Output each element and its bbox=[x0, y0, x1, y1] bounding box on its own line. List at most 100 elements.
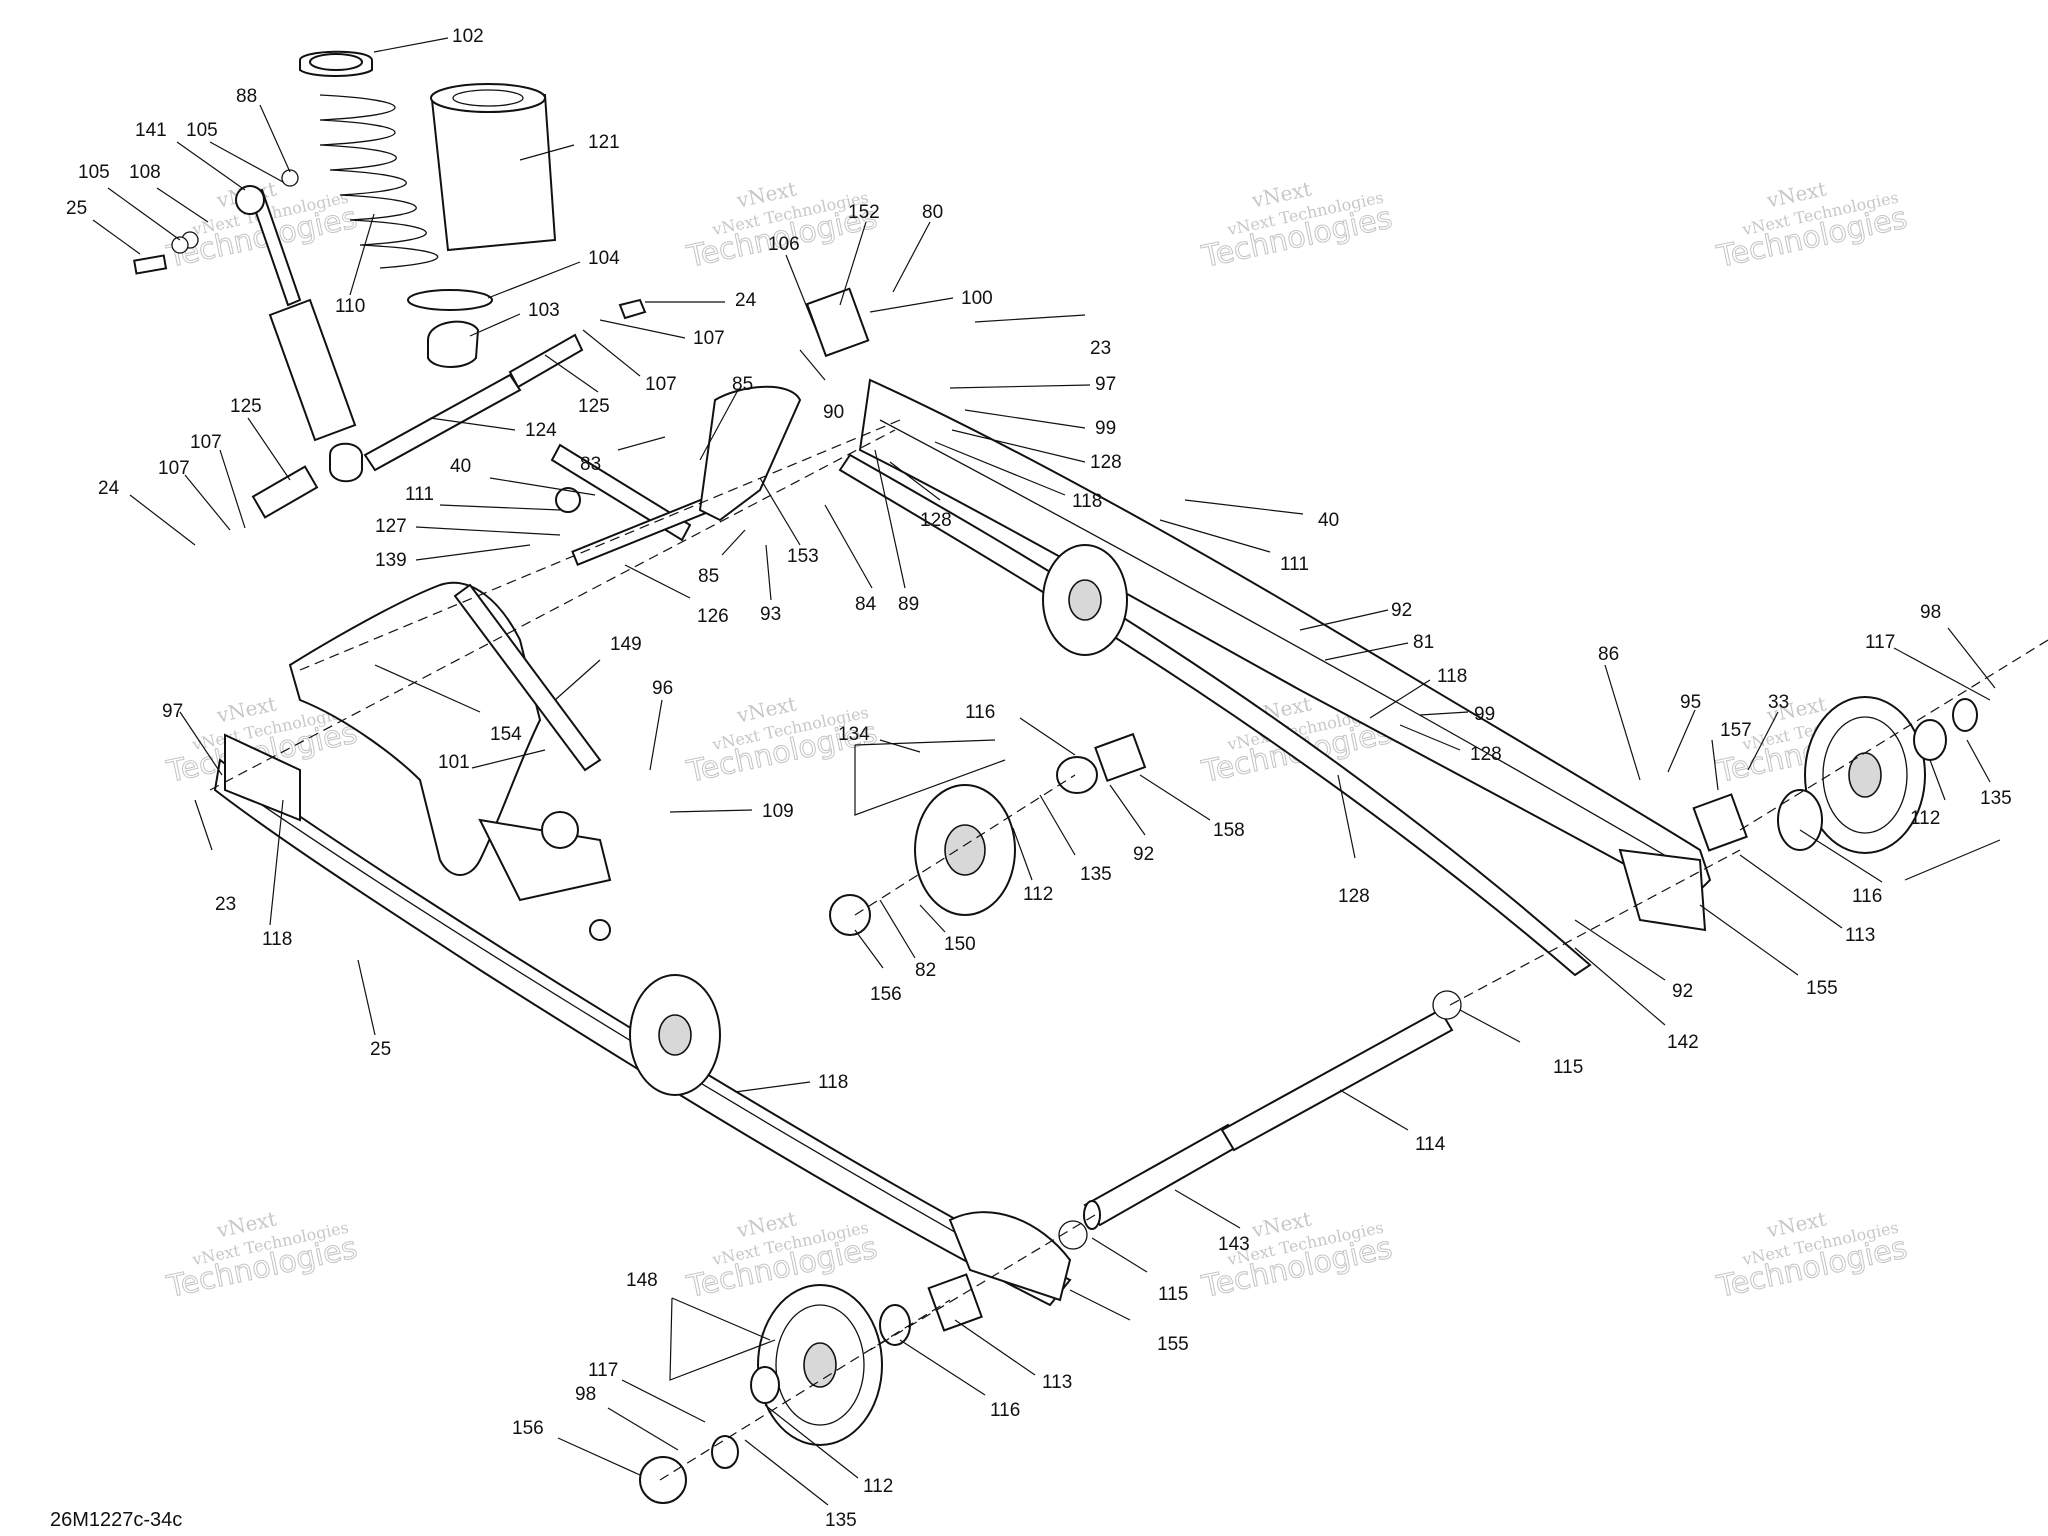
diagram-reference-code: 26M1227c-34c bbox=[50, 1509, 182, 1531]
callout-40-right: 40 bbox=[1318, 510, 1339, 531]
callout-155-right: 155 bbox=[1806, 978, 1838, 999]
callout-141: 141 bbox=[135, 120, 167, 141]
callout-93: 93 bbox=[760, 604, 781, 625]
callout-33: 33 bbox=[1768, 692, 1789, 713]
callout-135-lower: 135 bbox=[825, 1510, 857, 1531]
callout-154: 154 bbox=[490, 724, 522, 745]
callout-84: 84 bbox=[855, 594, 877, 615]
callout-107-lower-a: 107 bbox=[190, 432, 222, 453]
callout-103: 103 bbox=[528, 300, 560, 321]
callout-135-center: 135 bbox=[1080, 864, 1112, 885]
callout-113-right: 113 bbox=[1845, 925, 1875, 946]
callouts: 102 88 141 105 105 108 25 121 110 104 10… bbox=[66, 26, 2012, 1531]
callout-115-right: 115 bbox=[1553, 1057, 1583, 1078]
callout-89: 89 bbox=[898, 594, 919, 615]
callout-101: 101 bbox=[438, 752, 470, 773]
callout-114: 114 bbox=[1415, 1134, 1446, 1155]
callout-117-right: 117 bbox=[1865, 632, 1895, 653]
callout-142: 142 bbox=[1667, 1032, 1699, 1053]
watermark: vNext vNext Technologies Technologies bbox=[163, 1206, 361, 1305]
callout-99-upper: 99 bbox=[1095, 418, 1116, 439]
callout-25-lower: 25 bbox=[370, 1039, 391, 1060]
callout-157: 157 bbox=[1720, 720, 1752, 741]
callout-90: 90 bbox=[823, 402, 844, 423]
callout-98-right: 98 bbox=[1920, 602, 1941, 623]
callout-23-upper: 23 bbox=[1090, 338, 1111, 359]
callout-125-left: 125 bbox=[230, 396, 262, 417]
callout-127: 127 bbox=[375, 516, 407, 537]
callout-92-center: 92 bbox=[1133, 844, 1154, 865]
callout-95: 95 bbox=[1680, 692, 1701, 713]
callout-152: 152 bbox=[848, 202, 880, 223]
watermark: vNext vNext Technologies Technologies bbox=[1198, 176, 1396, 275]
callout-139: 139 bbox=[375, 550, 407, 571]
callout-109: 109 bbox=[762, 801, 794, 822]
callout-118-right: 118 bbox=[1437, 666, 1467, 687]
callout-156-lower: 156 bbox=[512, 1418, 544, 1439]
callout-85-upper: 85 bbox=[732, 374, 753, 395]
callout-111-right: 111 bbox=[1280, 554, 1309, 575]
callout-23-left: 23 bbox=[215, 894, 236, 915]
callout-24-lower: 24 bbox=[98, 478, 120, 499]
callout-116-right: 116 bbox=[1852, 886, 1882, 907]
callout-158: 158 bbox=[1213, 820, 1245, 841]
callout-118-lower: 118 bbox=[818, 1072, 848, 1093]
callout-153: 153 bbox=[787, 546, 819, 567]
callout-107-lower-b: 107 bbox=[158, 458, 190, 479]
callout-96: 96 bbox=[652, 678, 673, 699]
axle-tube bbox=[1058, 990, 1462, 1250]
callout-112-lower: 112 bbox=[863, 1476, 893, 1497]
callout-121: 121 bbox=[588, 132, 620, 153]
idler-wheels bbox=[629, 544, 1128, 1096]
callout-150: 150 bbox=[944, 934, 976, 955]
watermark: vNext vNext Technologies Technologies bbox=[1713, 1206, 1911, 1305]
callout-115-lower: 115 bbox=[1158, 1284, 1188, 1305]
callout-149: 149 bbox=[610, 634, 642, 655]
callout-88: 88 bbox=[236, 86, 257, 107]
callout-128-mid: 128 bbox=[920, 510, 952, 531]
callout-134: 134 bbox=[838, 724, 870, 745]
callout-143: 143 bbox=[1218, 1234, 1250, 1255]
callout-128-lower: 128 bbox=[1338, 886, 1370, 907]
callout-124: 124 bbox=[525, 420, 557, 441]
callout-40-left: 40 bbox=[450, 456, 471, 477]
callout-92-right: 92 bbox=[1672, 981, 1693, 1002]
small-hardware bbox=[639, 287, 1978, 1504]
callout-82: 82 bbox=[915, 960, 936, 981]
callout-105-left: 105 bbox=[78, 162, 110, 183]
callout-125-right: 125 bbox=[578, 396, 610, 417]
parts bbox=[133, 50, 2048, 1504]
callout-118-upper: 118 bbox=[1072, 491, 1102, 512]
callout-116-lower: 116 bbox=[990, 1400, 1020, 1421]
callout-80: 80 bbox=[922, 202, 943, 223]
callout-24-upper: 24 bbox=[735, 290, 757, 311]
assembly-lines bbox=[209, 419, 2048, 1481]
callout-106: 106 bbox=[768, 234, 800, 255]
callout-107-upper-b: 107 bbox=[645, 374, 677, 395]
callout-112-center: 112 bbox=[1023, 884, 1053, 905]
callout-116-center: 116 bbox=[965, 702, 995, 723]
callout-108: 108 bbox=[129, 162, 161, 183]
rear-arm bbox=[288, 385, 802, 941]
callout-105-upper: 105 bbox=[186, 120, 218, 141]
callout-97-upper: 97 bbox=[1095, 374, 1116, 395]
callout-155-lower: 155 bbox=[1157, 1334, 1189, 1355]
callout-81: 81 bbox=[1413, 632, 1434, 653]
callout-126: 126 bbox=[697, 606, 729, 627]
callout-117-lower: 117 bbox=[588, 1360, 618, 1381]
callout-98-lower: 98 bbox=[575, 1384, 596, 1405]
right-rail bbox=[838, 378, 1712, 977]
callout-25-upper: 25 bbox=[66, 198, 87, 219]
callout-135-right: 135 bbox=[1980, 788, 2012, 809]
callout-83: 83 bbox=[580, 454, 601, 475]
callout-97-left: 97 bbox=[162, 701, 183, 722]
callout-104: 104 bbox=[588, 248, 620, 269]
callout-107-upper-a: 107 bbox=[693, 328, 725, 349]
callout-85-lower: 85 bbox=[698, 566, 719, 587]
callout-100: 100 bbox=[961, 288, 993, 309]
callout-110: 110 bbox=[335, 296, 365, 317]
callout-113-lower: 113 bbox=[1042, 1372, 1072, 1393]
callout-148: 148 bbox=[626, 1270, 658, 1291]
callout-118-left: 118 bbox=[262, 929, 292, 950]
